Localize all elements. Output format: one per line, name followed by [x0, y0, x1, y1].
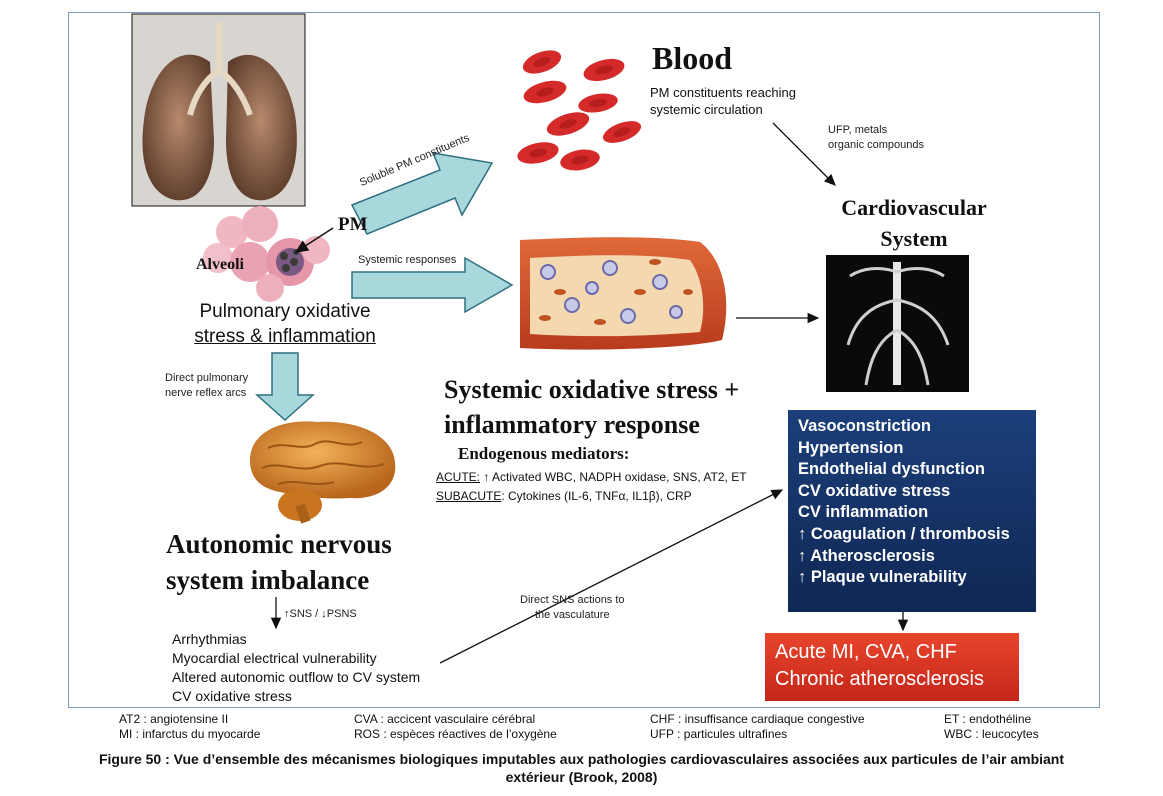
legend-entry: CHF : insuffisance cardiaque congestive: [650, 712, 865, 726]
pm-pointer-arrow: [294, 227, 334, 253]
legend-col-2: CVA : accicent vasculaire cérébral ROS :…: [354, 712, 557, 742]
ufp-arrow: [772, 122, 836, 186]
direct-pulmonary-arrow: [255, 352, 315, 422]
effect-item: Hypertension: [798, 438, 904, 457]
arrhythmias-line-2: Myocardial electrical vulnerability: [172, 650, 377, 666]
legend-col-1: AT2 : angiotensine II MI : infarctus du …: [119, 712, 260, 742]
direct-pulmonary-label: Direct pulmonary nerve reflex arcs: [165, 371, 248, 401]
legend-entry: ET : endothéline: [944, 712, 1032, 726]
subacute-label: SUBACUTE: [436, 489, 502, 503]
figure-frame: [68, 12, 1100, 708]
alveoli-label: Alveoli: [196, 256, 244, 273]
sns-psns-label: ↑SNS / ↓PSNS: [284, 608, 357, 620]
direct-pulmonary-line-1: Direct pulmonary: [165, 372, 249, 384]
cardiovascular-line-2: System: [880, 226, 948, 251]
outcome-box: Acute MI, CVA, CHF Chronic atheroscleros…: [765, 633, 1019, 701]
alveoli-image: [203, 206, 330, 302]
acute-line: ACUTE: ↑ Activated WBC, NADPH oxidase, S…: [436, 468, 747, 487]
effect-item: CV inflammation: [798, 503, 929, 522]
legend-entry: UFP : particules ultrafines: [650, 727, 788, 741]
effect-item: Vasoconstriction: [798, 417, 931, 435]
arrhythmias-line-1: Arrhythmias: [172, 631, 247, 647]
systemic-oxidative-line-1: Systemic oxidative stress +: [444, 375, 740, 404]
legend-entry: MI : infarctus du myocarde: [119, 727, 261, 741]
direct-sns-line-2: the vasculature: [534, 609, 610, 621]
ufp-line-2: organic compounds: [828, 139, 925, 151]
ufp-label: UFP, metals organic compounds: [828, 123, 924, 153]
legend-entry: ROS : espèces réactives de l’oxygène: [354, 727, 557, 741]
direct-pulmonary-line-2: nerve reflex arcs: [165, 387, 247, 399]
legend-entry: AT2 : angiotensine II: [119, 712, 229, 726]
pulmonary-line-1: Pulmonary oxidative: [199, 301, 371, 322]
legend-col-4: ET : endothéline WBC : leucocytes: [944, 712, 1039, 742]
acute-text: ↑ Activated WBC, NADPH oxidase, SNS, AT2…: [480, 470, 747, 484]
subacute-text: : Cytokines (IL-6, TNFα, IL1β), CRP: [501, 489, 692, 503]
blood-vessel-image: [520, 237, 727, 350]
systemic-responses-arrow: [351, 256, 514, 314]
angiogram-image: [826, 255, 969, 392]
systemic-oxidative-label: Systemic oxidative stress + inflammatory…: [444, 372, 739, 442]
pulmonary-line-2: stress & inflammation: [194, 326, 376, 347]
brain-image: [250, 421, 396, 524]
legend-entry: CVA : accicent vasculaire cérébral: [354, 712, 536, 726]
legend-col-3: CHF : insuffisance cardiaque congestive …: [650, 712, 865, 742]
direct-sns-label: Direct SNS actions to the vasculature: [520, 593, 625, 623]
outcome-line-1: Acute MI, CVA, CHF: [775, 641, 957, 663]
pm-reaching-line-2: systemic circulation: [650, 102, 763, 117]
legend-entry: WBC : leucocytes: [944, 727, 1039, 741]
effect-item: CV oxidative stress: [798, 481, 951, 500]
caption-line-1: Figure 50 : Vue d’ensemble des mécanisme…: [98, 751, 1065, 767]
autonomic-line-1: Autonomic nervous: [166, 529, 392, 559]
cardiovascular-label: Cardiovascular System: [826, 192, 1002, 254]
soluble-pm-arrow: [350, 152, 494, 235]
effect-item: ↑ Atherosclerosis: [798, 546, 935, 565]
blood-label: Blood: [652, 40, 733, 76]
cv-effects-box: Vasoconstriction Hypertension Endothelia…: [788, 410, 1036, 612]
mediators-list: ACUTE: ↑ Activated WBC, NADPH oxidase, S…: [436, 468, 747, 506]
lungs-image: [131, 13, 306, 207]
ufp-line-1: UFP, metals: [828, 124, 888, 136]
arrhythmias-line-3: Altered autonomic outflow to CV system: [172, 669, 421, 685]
arrhythmias-list: Arrhythmias Myocardial electrical vulner…: [172, 630, 420, 706]
autonomic-line-2: system imbalance: [166, 565, 370, 595]
direct-sns-arrow: [439, 489, 784, 664]
effect-item: ↑ Plaque vulnerability: [798, 568, 967, 587]
figure-caption: Figure 50 : Vue d’ensemble des mécanisme…: [0, 750, 1163, 786]
outcome-line-2: Chronic atherosclerosis: [775, 668, 984, 690]
effect-item: Endothelial dysfunction: [798, 460, 986, 479]
pm-reaching-line-1: PM constituents reaching: [650, 85, 796, 100]
caption-line-2: extérieur (Brook, 2008): [505, 769, 658, 785]
endogenous-label: Endogenous mediators:: [458, 444, 630, 463]
acute-label: ACUTE:: [436, 470, 481, 484]
pm-reaching-label: PM constituents reaching systemic circul…: [650, 84, 796, 118]
pm-label: PM: [338, 214, 368, 235]
effect-item: ↑ Coagulation / thrombosis: [798, 524, 1010, 543]
direct-sns-line-1: Direct SNS actions to: [520, 594, 625, 606]
autonomic-label: Autonomic nervous system imbalance: [166, 526, 392, 598]
subacute-line: SUBACUTE: Cytokines (IL-6, TNFα, IL1β), …: [436, 487, 747, 506]
pulmonary-label: Pulmonary oxidative stress & inflammatio…: [180, 299, 390, 349]
systemic-responses-label: Systemic responses: [358, 254, 457, 266]
systemic-oxidative-line-2: inflammatory response: [444, 410, 700, 439]
cardiovascular-line-1: Cardiovascular: [841, 195, 987, 220]
arrhythmias-line-4: CV oxidative stress: [172, 688, 292, 704]
